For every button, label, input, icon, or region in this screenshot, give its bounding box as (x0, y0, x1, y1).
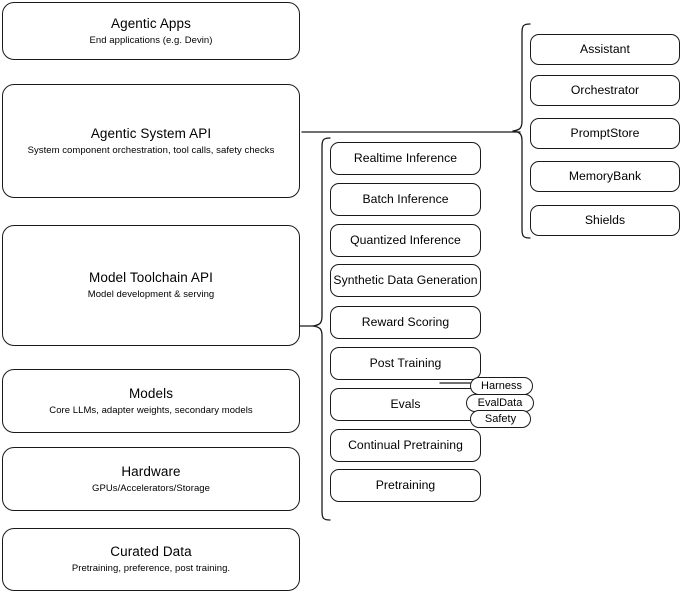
layer-title: Agentic Apps (110, 15, 191, 31)
chip-label: MemoryBank (568, 169, 642, 183)
layer-subtitle: System component orchestration, tool cal… (27, 144, 275, 156)
toolchain-chip-quantized-inference[interactable]: Quantized Inference (330, 224, 481, 257)
pill-label: Safety (484, 412, 517, 425)
chip-label: PromptStore (570, 126, 640, 140)
chip-label: Reward Scoring (361, 315, 450, 329)
toolchain-chip-realtime-inference[interactable]: Realtime Inference (330, 142, 481, 175)
layer-box-agentic-system-api[interactable]: Agentic System API System component orch… (2, 84, 300, 198)
layer-subtitle: Pretraining, preference, post training. (71, 563, 231, 574)
connector-model-toolchain-api-to-components (298, 319, 316, 333)
layer-title: Curated Data (110, 544, 192, 559)
toolchain-chip-pretraining[interactable]: Pretraining (330, 469, 481, 502)
chip-label: Shields (584, 213, 626, 227)
toolchain-chip-batch-inference[interactable]: Batch Inference (330, 183, 481, 216)
chip-label: Synthetic Data Generation (333, 273, 478, 287)
eval-pill-harness[interactable]: Harness (470, 377, 533, 395)
system-chip-promptstore[interactable]: PromptStore (530, 118, 680, 149)
chip-label: Post Training (369, 356, 442, 370)
chip-label: Quantized Inference (350, 233, 461, 247)
layer-title: Model Toolchain API (89, 270, 213, 285)
toolchain-chip-post-training[interactable]: Post Training (330, 347, 481, 380)
layer-subtitle: GPUs/Accelerators/Storage (92, 482, 210, 494)
layer-title: Models (128, 385, 174, 401)
chip-label: Batch Inference (362, 192, 449, 206)
connector-agentic-system-api-to-components (300, 125, 525, 139)
layer-box-hardware[interactable]: Hardware GPUs/Accelerators/Storage (2, 447, 300, 511)
layer-subtitle: Core LLMs, adapter weights, secondary mo… (49, 404, 253, 416)
layer-box-models[interactable]: Models Core LLMs, adapter weights, secon… (2, 369, 300, 433)
toolchain-chip-evals[interactable]: Evals (330, 388, 481, 421)
eval-pill-safety[interactable]: Safety (470, 410, 531, 428)
chip-label: Realtime Inference (353, 151, 458, 165)
layer-box-model-toolchain-api[interactable]: Model Toolchain API Model development & … (2, 225, 300, 346)
chip-label: Evals (390, 397, 421, 411)
toolchain-chip-continual-pretraining[interactable]: Continual Pretraining (330, 429, 481, 462)
chip-label: Pretraining (375, 478, 436, 492)
chip-label: Assistant (580, 42, 630, 56)
system-chip-shields[interactable]: Shields (530, 205, 680, 236)
pill-label: EvalData (477, 396, 523, 409)
toolchain-chip-synthetic-data-generation[interactable]: Synthetic Data Generation (330, 264, 481, 297)
chip-label: Orchestrator (570, 83, 640, 97)
layer-box-curated-data[interactable]: Curated Data Pretraining, preference, po… (2, 528, 300, 591)
layer-box-agentic-apps[interactable]: Agentic Apps End applications (e.g. Devi… (2, 2, 300, 60)
layer-title: Hardware (121, 463, 181, 479)
system-chip-memorybank[interactable]: MemoryBank (530, 161, 680, 192)
system-chip-assistant[interactable]: Assistant (530, 34, 680, 65)
pill-label: Harness (481, 379, 522, 392)
layer-subtitle: Model development & serving (87, 289, 215, 300)
system-chip-orchestrator[interactable]: Orchestrator (530, 75, 680, 106)
chip-label: Continual Pretraining (348, 438, 463, 452)
toolchain-chip-reward-scoring[interactable]: Reward Scoring (330, 306, 481, 339)
layer-subtitle: End applications (e.g. Devin) (89, 34, 213, 46)
layer-title: Agentic System API (90, 125, 212, 141)
